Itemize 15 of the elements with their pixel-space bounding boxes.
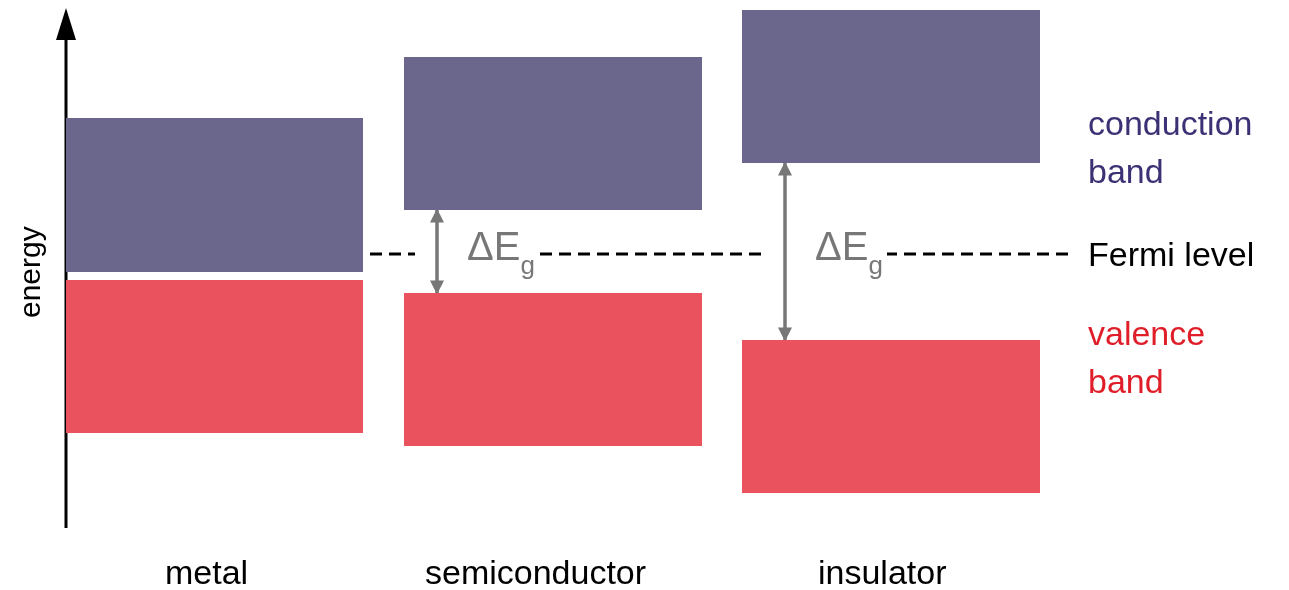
valence-band-bar bbox=[742, 340, 1040, 493]
double-arrow bbox=[778, 161, 792, 342]
conduction-band-bar bbox=[66, 118, 363, 272]
column-label: metal bbox=[165, 552, 249, 590]
conduction-band-bar bbox=[404, 57, 702, 210]
axis-label: energy bbox=[12, 226, 47, 318]
fermi-level-label: Fermi level bbox=[1088, 234, 1255, 275]
column-label: semiconductor bbox=[425, 552, 647, 590]
double-arrow bbox=[430, 208, 444, 295]
conduction-band-bar bbox=[742, 10, 1040, 163]
column-label: insulator bbox=[818, 552, 947, 590]
band-label: conduction band bbox=[1088, 103, 1254, 192]
valence-band-bar bbox=[66, 280, 363, 433]
band-label: valence band bbox=[1088, 313, 1207, 402]
valence-band-bar bbox=[404, 293, 702, 446]
